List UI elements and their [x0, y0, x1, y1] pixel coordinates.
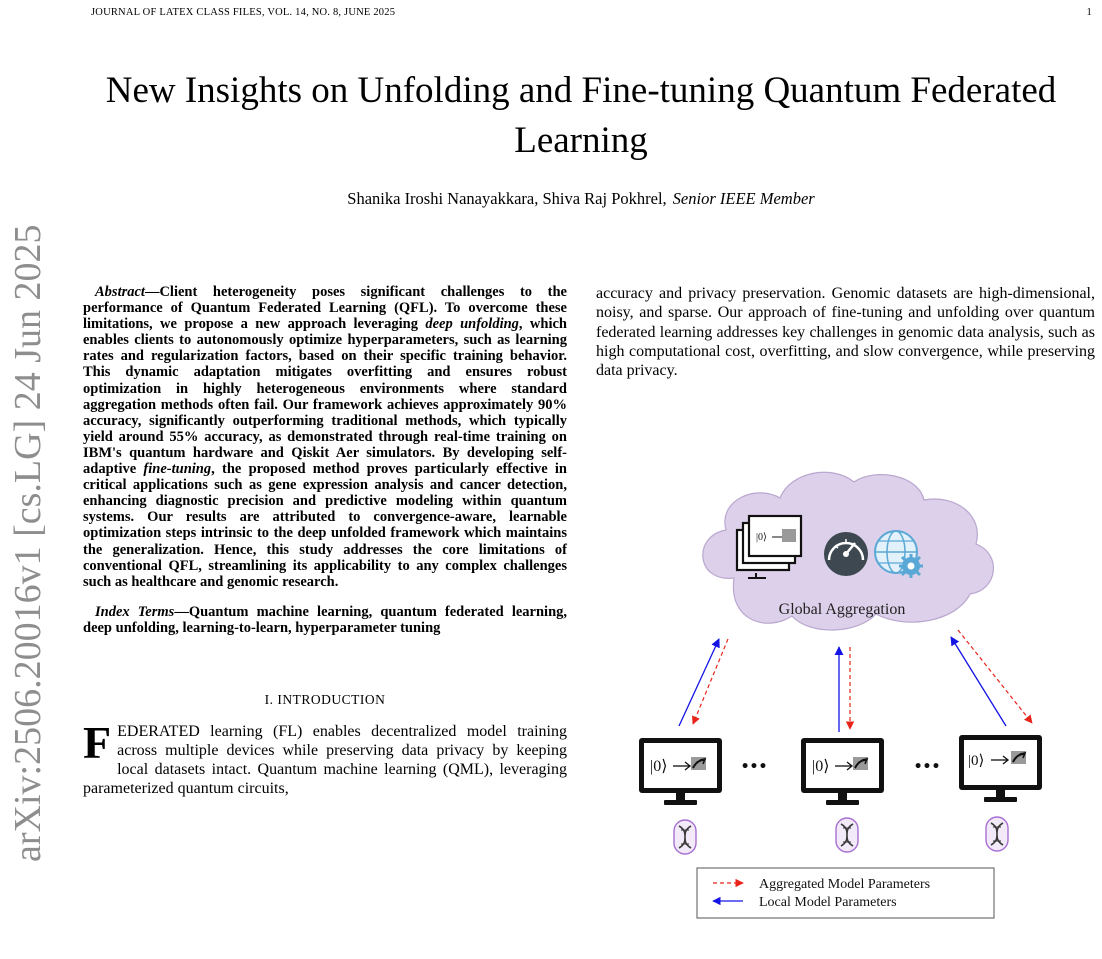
- running-header: JOURNAL OF LATEX CLASS FILES, VOL. 14, N…: [91, 7, 1092, 18]
- client-monitor-2: |0⟩: [801, 738, 884, 805]
- svg-text:•••: •••: [741, 759, 768, 775]
- abstract-emphasis-1: deep unfolding: [425, 316, 519, 333]
- index-terms-label: Index Terms: [95, 603, 175, 620]
- local-parameter-arrows: [678, 636, 1007, 732]
- arxiv-stamp: arXiv:2506.20016v1 [cs.LG] 24 Jun 2025: [7, 224, 49, 862]
- ellipsis-2: •••: [914, 759, 941, 775]
- page-number: 1: [1086, 7, 1092, 18]
- ket-label: |0⟩: [650, 758, 667, 775]
- globe-gear-icon: [874, 530, 923, 578]
- abstract-part-3: , the proposed method proves particularl…: [83, 461, 567, 590]
- index-terms: Index Terms—Quantum machine learning, qu…: [83, 603, 568, 636]
- abstract: Abstract—Client heterogeneity poses sign…: [83, 284, 567, 590]
- right-paragraph: accuracy and privacy preservation. Genom…: [596, 285, 1095, 380]
- index-terms-text: Quantum machine learning, quantum federa…: [83, 603, 568, 636]
- paper-title: New Insights on Unfolding and Fine-tunin…: [105, 70, 1057, 161]
- author-line: Shanika Iroshi Nanayakkara, Shiva Raj Po…: [60, 189, 1102, 209]
- drop-cap: F: [83, 717, 112, 769]
- svg-text:•••: •••: [914, 759, 941, 775]
- legend-local: Local Model Parameters: [759, 895, 897, 910]
- dna-dataset-icon-3: [985, 816, 1009, 852]
- section-heading: I. INTRODUCTION: [83, 692, 567, 708]
- aggregated-parameter-arrows: [691, 629, 1033, 730]
- abstract-part-1: Client heterogeneity poses significant c…: [83, 284, 567, 333]
- section-title: INTRODUCTION: [277, 691, 386, 707]
- right-column: accuracy and privacy preservation. Genom…: [596, 284, 1095, 380]
- stacked-quantum-monitors-icon: |0⟩: [735, 514, 803, 579]
- ket-label: |0⟩: [968, 753, 984, 769]
- gauge-icon: [824, 532, 868, 576]
- left-column: Abstract—Client heterogeneity poses sign…: [83, 284, 567, 798]
- dna-dataset-icon-2: [835, 817, 859, 853]
- figure-legend: Aggregated Model Parameters Local Model …: [696, 867, 995, 919]
- intro-text: EDERATED learning (FL) enables decentral…: [83, 723, 567, 798]
- qfl-figure: |0⟩ Global Aggregation: [639, 471, 1042, 919]
- abstract-emphasis-2: fine-tuning: [143, 461, 212, 478]
- cloud-label: Global Aggregation: [779, 601, 906, 618]
- author-role: Senior IEEE Member: [672, 189, 815, 208]
- journal-header: JOURNAL OF LATEX CLASS FILES, VOL. 14, N…: [91, 7, 396, 18]
- dna-dataset-icon-1: [673, 819, 697, 855]
- legend-aggregated: Aggregated Model Parameters: [759, 877, 930, 892]
- abstract-part-2: , which enables clients to autonomously …: [83, 316, 567, 478]
- client-monitor-3: |0⟩: [959, 735, 1042, 802]
- client-monitor-1: |0⟩: [639, 738, 722, 805]
- section-number: I.: [264, 691, 274, 707]
- ellipsis-1: •••: [741, 759, 768, 775]
- ket-label: |0⟩: [812, 758, 829, 775]
- abstract-label: Abstract: [95, 284, 145, 300]
- svg-text:|0⟩: |0⟩: [756, 532, 767, 543]
- author-names: Shanika Iroshi Nanayakkara, Shiva Raj Po…: [347, 189, 667, 208]
